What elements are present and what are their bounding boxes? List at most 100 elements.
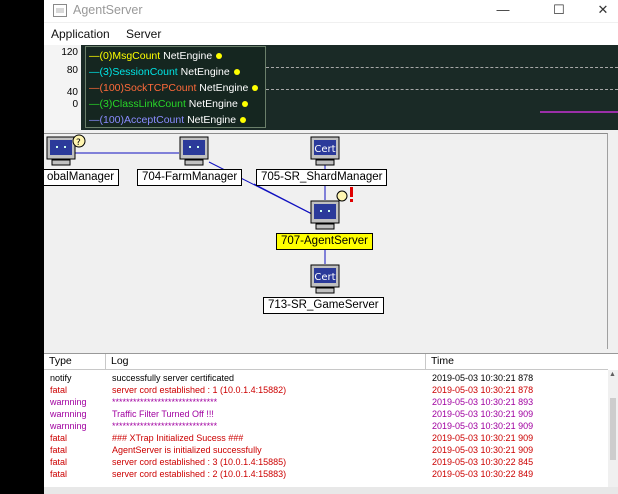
log-type: fatal: [50, 445, 68, 455]
legend-item: —(100)SockTCPCount NetEngine: [89, 81, 259, 95]
log-type: fatal: [50, 469, 68, 479]
legend-dot-icon: [216, 53, 223, 60]
log-time: 2019-05-03 10:30:21 909: [432, 433, 534, 443]
maximize-button[interactable]: ☐: [553, 2, 565, 17]
node-label-shard-manager[interactable]: 705-SR_ShardManager: [256, 169, 388, 186]
log-message: ### XTrap Initialized Sucess ###: [112, 433, 244, 443]
menu-bar: Application Server: [44, 23, 618, 45]
graph-legend: —(0)MsgCount NetEngine —(3)SessionCount …: [85, 46, 266, 128]
y-tick-120: 120: [61, 47, 78, 58]
node-label-game-server[interactable]: 713-SR_GameServer: [263, 297, 384, 314]
column-log[interactable]: Log: [106, 354, 426, 369]
node-label-agent-server[interactable]: 707-AgentServer: [276, 233, 373, 250]
log-header: Type Log Time: [44, 354, 608, 370]
computer-icon[interactable]: [179, 136, 209, 166]
log-type: fatal: [50, 385, 68, 395]
svg-text:?: ?: [76, 138, 81, 148]
log-row[interactable]: fatal ### XTrap Initialized Sucess ### 2…: [44, 432, 608, 444]
legend-source: NetEngine: [188, 98, 238, 110]
legend-source: NetEngine: [187, 114, 237, 126]
scrollbar-thumb[interactable]: [610, 398, 616, 460]
y-tick-80: 80: [66, 65, 78, 76]
legend-label: —(100)AcceptCount: [89, 114, 185, 126]
close-button[interactable]: ✕: [597, 2, 609, 17]
log-type: notify: [50, 373, 72, 383]
graph-line-100: [266, 67, 618, 68]
server-topology-view[interactable]: ? obalManager 704-FarmManager Cert 705-S…: [44, 133, 608, 349]
cert-text: Cert: [314, 272, 335, 283]
y-tick-0: 0: [72, 99, 78, 110]
legend-item: —(0)MsgCount NetEngine: [89, 49, 223, 63]
legend-dot-icon: [241, 101, 248, 108]
log-time: 2019-05-03 10:30:21 893: [432, 397, 534, 407]
agent-server-window: AgentServer — ☐ ✕ Application Server 120…: [44, 0, 618, 494]
performance-monitor-graph: 120 80 40 0 —(0)MsgCount NetEngine —(3)S…: [44, 45, 618, 130]
log-row[interactable]: fatal AgentServer is initialized success…: [44, 444, 608, 456]
log-time: 2019-05-03 10:30:22 849: [432, 469, 534, 479]
log-time: 2019-05-03 10:30:21 878: [432, 373, 534, 383]
legend-source: NetEngine: [199, 82, 249, 94]
log-message: AgentServer is initialized successfully: [112, 445, 262, 455]
cert-icon[interactable]: Cert: [310, 264, 340, 294]
y-tick-40: 40: [66, 87, 78, 98]
log-message: server cord established : 1 (10.0.1.4:15…: [112, 385, 287, 395]
graph-line-100b: [266, 89, 618, 90]
status-strip: [44, 487, 618, 494]
node-label-farm-manager[interactable]: 704-FarmManager: [137, 169, 243, 186]
node-label-global-manager[interactable]: obalManager: [44, 169, 120, 186]
log-message: Traffic Filter Turned Off !!!: [112, 409, 214, 419]
log-time: 2019-05-03 10:30:21 878: [432, 385, 534, 395]
column-time[interactable]: Time: [431, 355, 454, 367]
column-type[interactable]: Type: [44, 354, 106, 369]
legend-dot-icon: [252, 85, 259, 92]
log-time: 2019-05-03 10:30:22 845: [432, 457, 534, 467]
window-title: AgentServer: [73, 3, 143, 17]
legend-item: —(3)SessionCount NetEngine: [89, 65, 240, 79]
log-type: fatal: [50, 457, 68, 467]
computer-icon[interactable]: [46, 136, 76, 166]
legend-item: —(100)AcceptCount NetEngine: [89, 113, 247, 127]
log-time: 2019-05-03 10:30:21 909: [432, 445, 534, 455]
log-type: warnning: [50, 421, 87, 431]
computer-icon[interactable]: [310, 200, 340, 230]
menu-server[interactable]: Server: [126, 27, 162, 41]
cert-icon[interactable]: Cert: [310, 136, 340, 166]
legend-item: —(3)ClassLinkCount NetEngine: [89, 97, 248, 111]
y-axis: 120 80 40 0: [44, 45, 81, 130]
app-icon: [53, 4, 67, 17]
log-row[interactable]: warnning ****************************** …: [44, 396, 608, 408]
log-message: server cord established : 3 (10.0.1.4:15…: [112, 457, 287, 467]
log-row[interactable]: notify successfully server certificated …: [44, 372, 608, 384]
log-list[interactable]: Type Log Time notify successfully server…: [44, 353, 618, 488]
legend-label: —(100)SockTCPCount: [89, 82, 197, 94]
log-row[interactable]: fatal server cord established : 2 (10.0.…: [44, 468, 608, 480]
legend-label: —(3)SessionCount: [89, 66, 178, 78]
menu-application[interactable]: Application: [51, 27, 110, 41]
log-row[interactable]: warnning Traffic Filter Turned Off !!! 2…: [44, 408, 608, 420]
log-message: server cord established : 2 (10.0.1.4:15…: [112, 469, 287, 479]
legend-dot-icon: [240, 117, 247, 124]
log-message: ******************************: [112, 421, 218, 431]
log-time: 2019-05-03 10:30:21 909: [432, 409, 534, 419]
log-type: warnning: [50, 409, 87, 419]
cert-text: Cert: [314, 144, 335, 155]
legend-source: NetEngine: [163, 50, 213, 62]
title-bar[interactable]: AgentServer — ☐ ✕: [44, 0, 618, 22]
thinking-badge-icon: ?: [72, 134, 86, 148]
minimize-button[interactable]: —: [496, 2, 510, 17]
log-row[interactable]: fatal server cord established : 1 (10.0.…: [44, 384, 608, 396]
log-row[interactable]: fatal server cord established : 3 (10.0.…: [44, 456, 608, 468]
log-row[interactable]: warnning ****************************** …: [44, 420, 608, 432]
graph-line-accept: [540, 111, 618, 113]
legend-label: —(0)MsgCount: [89, 50, 161, 62]
log-scrollbar[interactable]: ▲: [608, 370, 618, 488]
legend-label: —(3)ClassLinkCount: [89, 98, 186, 110]
alert-badge-icon: [336, 187, 353, 202]
log-message: ******************************: [112, 397, 218, 407]
scroll-up-icon[interactable]: ▲: [609, 371, 616, 378]
log-message: successfully server certificated: [112, 373, 235, 383]
legend-dot-icon: [233, 69, 240, 76]
log-type: warnning: [50, 397, 87, 407]
log-type: fatal: [50, 433, 68, 443]
log-time: 2019-05-03 10:30:21 909: [432, 421, 534, 431]
